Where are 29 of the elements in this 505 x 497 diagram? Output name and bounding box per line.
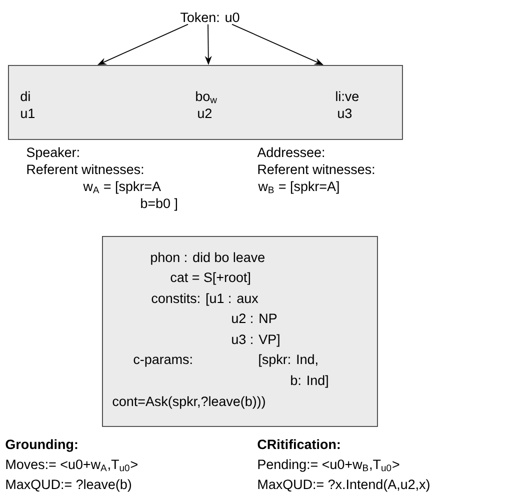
text-label: MaxQUD:= ?leave(b) (6, 479, 132, 492)
feature-box (102, 236, 378, 427)
word-label: li:ve (336, 91, 359, 102)
word-label: u1 (21, 108, 35, 118)
text-label: MaxQUD:= ?x.Intend(A,u2,x) (258, 479, 430, 492)
text-label: Pending:= <u0+w$_{B}$,T$_{u0}$> (258, 459, 400, 472)
feature-line: [spkr: Ind, (259, 354, 318, 367)
word-label: u2 (198, 108, 212, 118)
feature-line: c-params: (134, 356, 192, 367)
word-label: di (20, 91, 30, 102)
word-label: bo$_{w}$ (196, 91, 217, 104)
text-label: Referent witnesses: (258, 164, 374, 174)
word-box (8, 65, 403, 140)
word-label: u3 (338, 108, 352, 118)
feature-line: u3 : VP] (232, 334, 280, 347)
text-label: Moves:= <u0+w$_{A}$,T$_{u0}$> (6, 460, 138, 472)
token-label: Token: u0 (180, 12, 240, 22)
feature-line: cont=Ask(spkr,?leave(b))) (112, 396, 265, 409)
text-label: w$_{B}$ = [spkr=A] (258, 181, 339, 194)
feature-line: b: Ind] (291, 375, 328, 388)
text-label: Referent witnesses: (27, 164, 144, 174)
text-label: b=b0 ] (141, 198, 177, 211)
feature-line: u2 : NP (232, 314, 277, 324)
feature-line: constits: [u1 : aux (152, 293, 258, 306)
text-label: CRitification: (258, 439, 340, 450)
text-label: w$_{A}$ = [spkr=A (83, 181, 161, 194)
feature-line: phon : did bo leave (151, 252, 264, 265)
text-label: Grounding: (6, 439, 78, 452)
feature-line: cat = S[+root] (170, 272, 250, 285)
